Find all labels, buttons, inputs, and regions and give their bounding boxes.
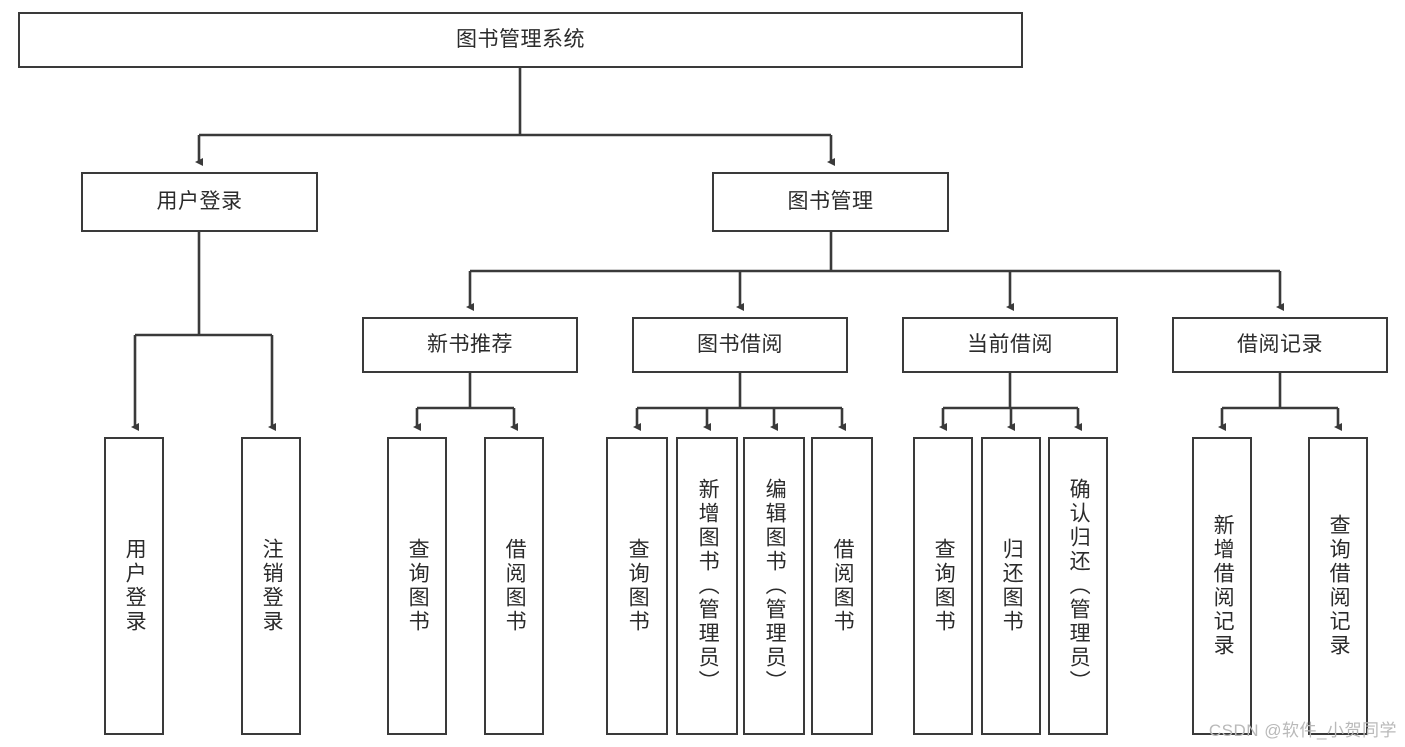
node-label: 归还图书 xyxy=(1000,538,1024,634)
node-label: 图书管理系统 xyxy=(456,27,585,51)
node-level2-user-login[interactable]: 用户登录 xyxy=(81,172,318,232)
node-label: 图书借阅 xyxy=(697,332,783,356)
node-level3-borrow-records[interactable]: 借阅记录 xyxy=(1172,317,1388,373)
leaf-add-book-admin[interactable]: 新增图书（管理员） xyxy=(676,437,738,735)
node-label: 查询借阅记录 xyxy=(1327,514,1351,658)
node-label: 新增图书（管理员） xyxy=(696,478,720,694)
node-label: 新增借阅记录 xyxy=(1211,514,1235,658)
leaf-logout[interactable]: 注销登录 xyxy=(241,437,301,735)
leaf-query-books-recommend[interactable]: 查询图书 xyxy=(387,437,447,735)
node-label: 用户登录 xyxy=(156,189,243,213)
node-label: 借阅图书 xyxy=(831,538,855,634)
node-label: 查询图书 xyxy=(406,538,430,634)
node-label: 借阅图书 xyxy=(503,538,527,634)
node-level3-new-book-recommend[interactable]: 新书推荐 xyxy=(362,317,578,373)
node-level2-book-management[interactable]: 图书管理 xyxy=(712,172,949,232)
node-label: 编辑图书（管理员） xyxy=(763,478,787,694)
leaf-edit-book-admin[interactable]: 编辑图书（管理员） xyxy=(743,437,805,735)
node-level3-book-borrow[interactable]: 图书借阅 xyxy=(632,317,848,373)
node-root[interactable]: 图书管理系统 xyxy=(18,12,1023,68)
node-label: 新书推荐 xyxy=(427,332,513,356)
node-label: 用户登录 xyxy=(123,538,147,634)
leaf-query-books-current[interactable]: 查询图书 xyxy=(913,437,973,735)
leaf-borrow-books-recommend[interactable]: 借阅图书 xyxy=(484,437,544,735)
leaf-return-book[interactable]: 归还图书 xyxy=(981,437,1041,735)
node-label: 当前借阅 xyxy=(967,332,1053,356)
node-label: 注销登录 xyxy=(260,538,284,634)
csdn-watermark: CSDN @软件_小贺同学 xyxy=(1208,721,1397,740)
leaf-add-borrow-record[interactable]: 新增借阅记录 xyxy=(1192,437,1252,735)
node-label: 借阅记录 xyxy=(1237,332,1323,356)
node-label: 查询图书 xyxy=(932,538,956,634)
leaf-borrow-book[interactable]: 借阅图书 xyxy=(811,437,873,735)
node-level3-current-borrow[interactable]: 当前借阅 xyxy=(902,317,1118,373)
leaf-confirm-return-admin[interactable]: 确认归还（管理员） xyxy=(1048,437,1108,735)
leaf-query-borrow-record[interactable]: 查询借阅记录 xyxy=(1308,437,1368,735)
node-label: 图书管理 xyxy=(787,189,874,213)
node-label: 确认归还（管理员） xyxy=(1067,478,1091,694)
node-label: 查询图书 xyxy=(626,538,650,634)
leaf-user-login[interactable]: 用户登录 xyxy=(104,437,164,735)
leaf-query-books-borrow[interactable]: 查询图书 xyxy=(606,437,668,735)
